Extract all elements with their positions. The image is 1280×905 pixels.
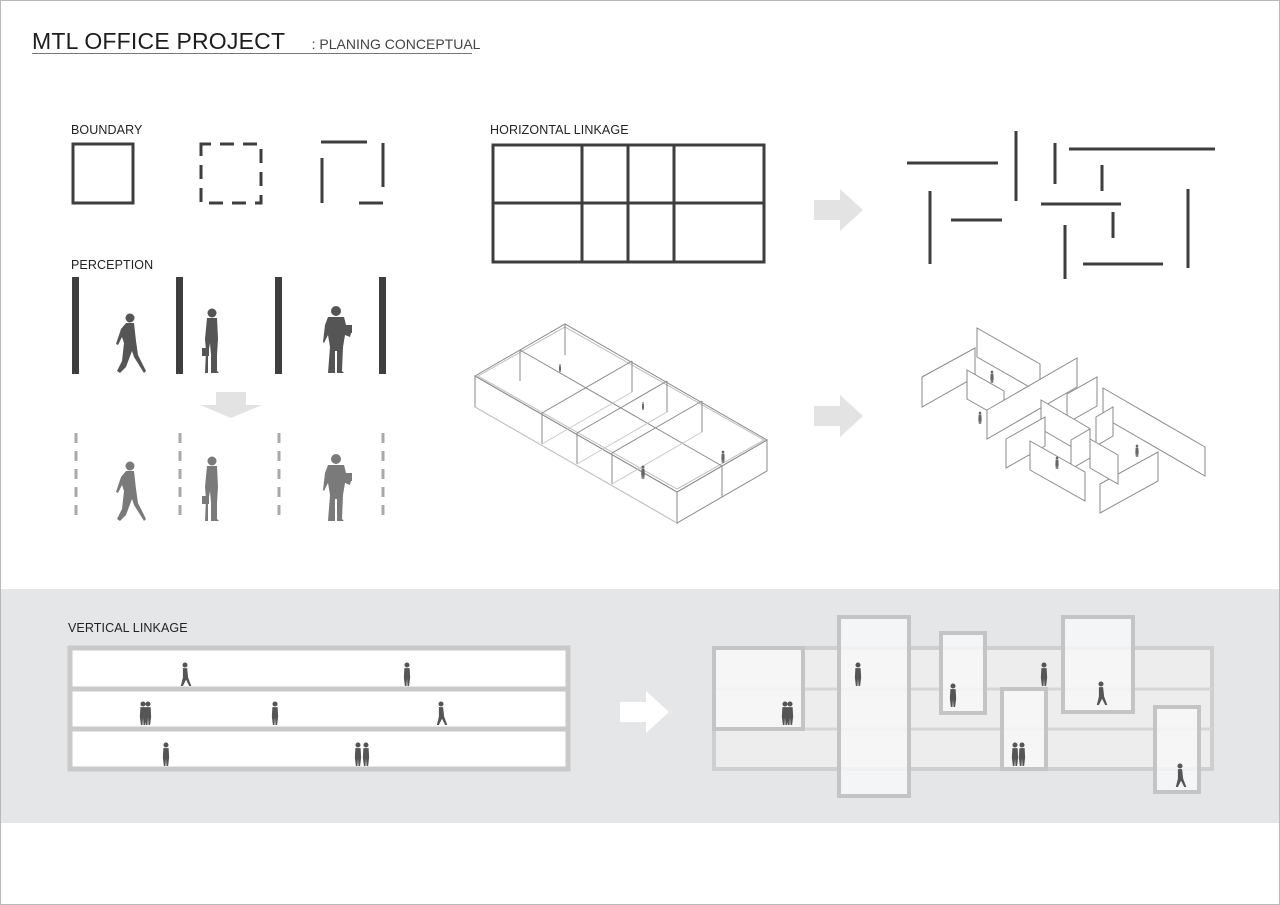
boundary-dashed-square bbox=[199, 142, 263, 205]
right-arrow-2 bbox=[814, 395, 863, 437]
perception-figures-bottom bbox=[116, 454, 352, 521]
vertical-linked-section bbox=[712, 615, 1214, 798]
horizontal-open-plan bbox=[907, 131, 1215, 279]
perception-figures-top bbox=[116, 306, 352, 373]
down-arrow bbox=[200, 392, 262, 418]
title-block: MTL OFFICE PROJECT : PLANING CONCEPTUAL bbox=[32, 28, 480, 55]
horizontal-grid-plan bbox=[491, 143, 766, 264]
perception-walls-solid bbox=[72, 277, 386, 374]
boundary-solid-square bbox=[71, 142, 135, 205]
title-underline bbox=[32, 53, 472, 54]
vertical-section-floors bbox=[67, 645, 571, 772]
perception-walls-dashed bbox=[74, 433, 385, 523]
boundary-label: BOUNDARY bbox=[71, 123, 143, 137]
axonometric-grid-model bbox=[473, 323, 769, 524]
axonometric-grid-figures bbox=[558, 364, 725, 479]
page-title: MTL OFFICE PROJECT bbox=[32, 28, 286, 54]
perception-label: PERCEPTION bbox=[71, 258, 154, 272]
boundary-open-square bbox=[320, 140, 385, 205]
page-subtitle: : PLANING CONCEPTUAL bbox=[311, 36, 481, 52]
right-arrow-3 bbox=[620, 691, 669, 733]
right-arrow-1 bbox=[814, 189, 863, 231]
horizontal-linkage-label: HORIZONTAL LINKAGE bbox=[490, 123, 629, 137]
vertical-linkage-label: VERTICAL LINKAGE bbox=[68, 621, 188, 635]
axonometric-open-model bbox=[921, 327, 1206, 514]
